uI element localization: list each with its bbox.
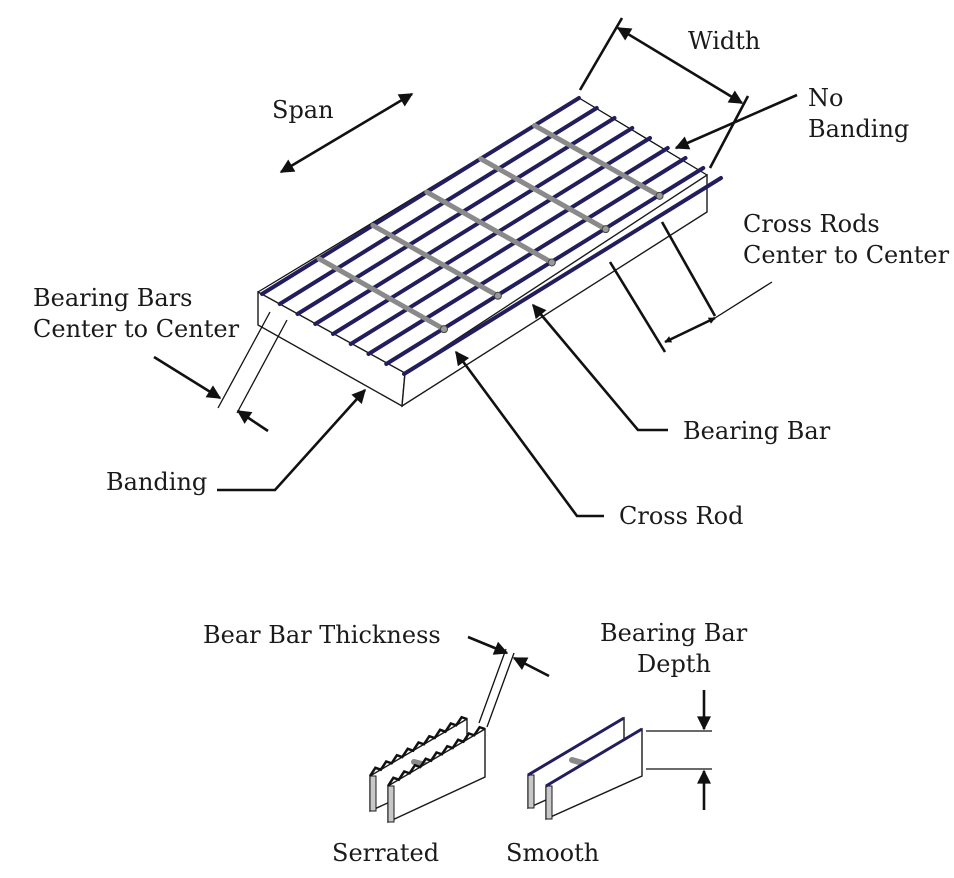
front-face — [257, 290, 406, 408]
no-banding-label-1: No — [808, 84, 843, 112]
bearing-bar — [295, 116, 617, 316]
banding-callout: Banding — [106, 388, 366, 496]
banding-leader — [217, 388, 366, 492]
bearing-bar — [277, 106, 599, 306]
grating-panel — [257, 96, 723, 408]
smooth-label: Smooth — [506, 839, 599, 867]
bar-thickness-extension-2 — [486, 652, 515, 728]
bearing-bar — [348, 146, 670, 346]
width-extension-right — [708, 95, 750, 169]
bearing-bar-leader — [532, 303, 668, 432]
bearing-bar — [402, 176, 723, 376]
bearing-bar — [384, 166, 706, 366]
bearing-bars-label-2: Center to Center — [33, 315, 240, 343]
bar-thickness-arrow-in — [467, 635, 509, 655]
bar-depth-label-1: Bearing Bar — [600, 619, 748, 647]
bearing-bar — [366, 156, 688, 356]
bearing-bars-arrow-in — [153, 355, 222, 400]
bar-depth-dimension: Bearing Bar Depth — [600, 619, 748, 810]
no-banding-callout: No Banding — [674, 84, 909, 150]
bearing-bars-label-1: Bearing Bars — [33, 284, 192, 312]
smooth-bars-detail: Smooth — [506, 716, 643, 867]
serrated-label: Serrated — [332, 839, 439, 867]
cross-rod — [532, 122, 663, 199]
bar-thickness-arrow-out — [512, 656, 550, 678]
bearing-bar-callout: Bearing Bar — [532, 303, 831, 445]
cross-rod-end — [493, 291, 502, 300]
bearing-bar — [331, 136, 652, 336]
cross-rod-end — [601, 225, 610, 234]
serrated-edge-front — [386, 725, 486, 787]
bearing-bar-label: Bearing Bar — [683, 417, 831, 445]
bearing-bar — [313, 126, 635, 326]
bar-thickness-extension-1 — [478, 648, 507, 724]
cross-rod — [478, 156, 609, 232]
serrated-bars-detail: Serrated — [332, 715, 486, 867]
bearing-bars-spacing-dimension: Bearing Bars Center to Center — [33, 284, 288, 433]
no-banding-label-2: Banding — [808, 115, 909, 143]
width-arrow — [616, 26, 744, 105]
cross-rod-end — [547, 258, 556, 267]
cross-rod-end — [655, 191, 664, 200]
cross-rods-extension-2 — [660, 221, 717, 317]
cross-rod-leader — [454, 350, 604, 518]
cross-rods-spacing-dimension: Cross Rods Center to Center — [608, 210, 950, 353]
cross-rods-arrow — [664, 316, 716, 344]
width-label: Width — [688, 27, 760, 55]
cross-rods-label-2: Center to Center — [743, 241, 950, 269]
cross-rod-label: Cross Rod — [619, 502, 743, 530]
banding-label: Banding — [106, 468, 207, 496]
cross-rods-label-1: Cross Rods — [743, 210, 880, 238]
no-banding-arrow — [674, 93, 798, 150]
bar-thickness-callout: Bear Bar Thickness — [203, 621, 550, 728]
span-dimension: Span — [272, 92, 414, 174]
cross-rod-end — [440, 325, 449, 334]
cross-rods-leader — [714, 281, 773, 319]
bearing-bars-extension-1 — [217, 311, 271, 409]
span-label: Span — [272, 96, 334, 124]
width-extension-left — [578, 17, 624, 91]
span-arrow — [279, 92, 414, 174]
cross-rods — [316, 122, 664, 334]
cross-rod-callout: Cross Rod — [454, 350, 743, 530]
cross-rod — [316, 256, 447, 332]
bearing-bars-extension-2 — [236, 319, 288, 414]
bearing-bar — [260, 96, 581, 296]
bearing-bars-arrow-out — [236, 409, 269, 433]
cross-rod — [370, 222, 501, 299]
bar-depth-label-2: Depth — [637, 650, 711, 678]
cross-rod — [424, 189, 555, 265]
serrated-edge-back — [368, 715, 468, 777]
width-dimension: Width — [578, 17, 760, 169]
bearing-bars — [260, 96, 723, 376]
cross-rods-extension-1 — [608, 261, 667, 353]
bar-thickness-label: Bear Bar Thickness — [203, 621, 441, 649]
side-face — [401, 173, 708, 408]
